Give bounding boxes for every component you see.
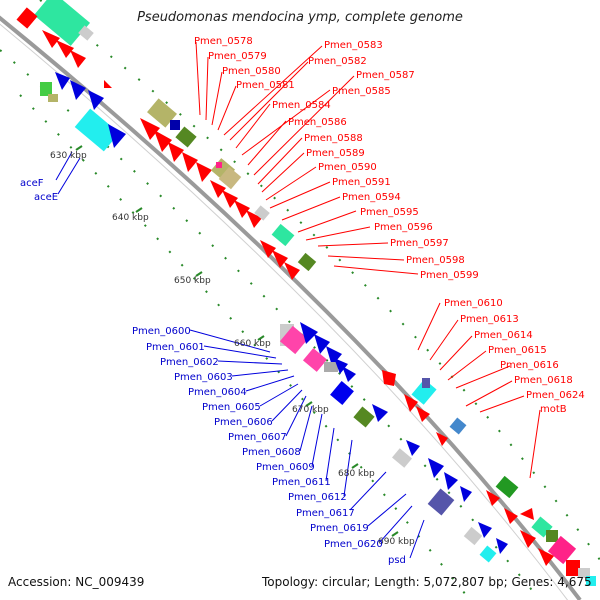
gene-label[interactable]: Pmen_0596 bbox=[374, 222, 433, 233]
gene-label[interactable]: Pmen_0581 bbox=[236, 80, 295, 91]
gene-label[interactable]: Pmen_0595 bbox=[360, 207, 419, 218]
gene-label[interactable]: Pmen_0599 bbox=[420, 270, 479, 281]
kbp-label: 670 kbp bbox=[292, 405, 329, 415]
gene-label[interactable]: Pmen_0598 bbox=[406, 255, 465, 266]
gene-label[interactable]: Pmen_0591 bbox=[332, 177, 391, 188]
gene-label[interactable]: Pmen_0579 bbox=[208, 51, 267, 62]
gene-label[interactable]: Pmen_0578 bbox=[194, 36, 253, 47]
gene-label[interactable]: aceF bbox=[20, 178, 44, 189]
gene-label[interactable]: Pmen_0618 bbox=[514, 375, 573, 386]
gene-label[interactable]: Pmen_0588 bbox=[304, 133, 363, 144]
red-callout-lines bbox=[195, 41, 541, 479]
kbp-label: 660 kbp bbox=[234, 339, 271, 349]
gene-label[interactable]: Pmen_0585 bbox=[332, 86, 391, 97]
gene-label[interactable]: Pmen_0603 bbox=[174, 372, 233, 383]
gene-label[interactable]: Pmen_0584 bbox=[272, 100, 331, 111]
gene-features bbox=[16, 0, 596, 586]
gene-label[interactable]: Pmen_0616 bbox=[500, 360, 559, 371]
gene-label[interactable]: Pmen_0582 bbox=[308, 56, 367, 67]
gene-label[interactable]: Pmen_0604 bbox=[188, 387, 247, 398]
gene-label[interactable]: motB bbox=[540, 404, 567, 415]
blue-callout-lines bbox=[55, 151, 425, 559]
kbp-labels: 630 kbp 640 kbp 650 kbp 660 kbp 670 kbp … bbox=[50, 151, 415, 547]
gene-label[interactable]: Pmen_0609 bbox=[256, 462, 315, 473]
gene-label[interactable]: Pmen_0620 bbox=[324, 539, 383, 550]
gene-label[interactable]: Pmen_0600 bbox=[132, 326, 191, 337]
kbp-label: 650 kbp bbox=[174, 276, 211, 286]
gene-label[interactable]: Pmen_0580 bbox=[222, 66, 281, 77]
blue-gene-labels: aceF aceE Pmen_0600 Pmen_0601 Pmen_0602 … bbox=[20, 178, 406, 566]
gene-label[interactable]: Pmen_0597 bbox=[390, 238, 449, 249]
gene-label[interactable]: Pmen_0614 bbox=[474, 330, 533, 341]
gene-label[interactable]: Pmen_0605 bbox=[202, 402, 261, 413]
gene-label[interactable]: aceE bbox=[34, 192, 58, 203]
gene-label[interactable]: Pmen_0583 bbox=[324, 40, 383, 51]
gene-label[interactable]: Pmen_0602 bbox=[160, 357, 219, 368]
gene-label[interactable]: Pmen_0601 bbox=[146, 342, 205, 353]
gene-label[interactable]: Pmen_0615 bbox=[488, 345, 547, 356]
gene-label[interactable]: Pmen_0594 bbox=[342, 192, 401, 203]
gene-label[interactable]: Pmen_0612 bbox=[288, 492, 347, 503]
gene-label[interactable]: Pmen_0613 bbox=[460, 314, 519, 325]
gene-label[interactable]: Pmen_0617 bbox=[296, 508, 355, 519]
gene-label[interactable]: Pmen_0619 bbox=[310, 523, 369, 534]
genome-title: Pseudomonas mendocina ymp, complete geno… bbox=[137, 10, 463, 25]
kbp-label: 680 kbp bbox=[338, 469, 375, 479]
gene-label[interactable]: psd bbox=[388, 555, 406, 566]
gene-label[interactable]: Pmen_0624 bbox=[526, 390, 585, 401]
kbp-label: 640 kbp bbox=[112, 213, 149, 223]
gene-label[interactable]: Pmen_0611 bbox=[272, 477, 331, 488]
topology-text: Topology: circular; Length: 5,072,807 bp… bbox=[262, 575, 592, 589]
gene-label[interactable]: Pmen_0610 bbox=[444, 298, 503, 309]
kbp-label: 690 kbp bbox=[378, 537, 415, 547]
gene-label[interactable]: Pmen_0590 bbox=[318, 162, 377, 173]
kbp-label: 630 kbp bbox=[50, 151, 87, 161]
gene-label[interactable]: Pmen_0587 bbox=[356, 70, 415, 81]
gene-label[interactable]: Pmen_0607 bbox=[228, 432, 287, 443]
gene-label[interactable]: Pmen_0606 bbox=[214, 417, 273, 428]
kbp-ticks bbox=[75, 145, 399, 537]
gene-label[interactable]: Pmen_0586 bbox=[288, 117, 347, 128]
gene-label[interactable]: Pmen_0608 bbox=[242, 447, 301, 458]
gene-label[interactable]: Pmen_0589 bbox=[306, 148, 365, 159]
red-gene-labels: Pmen_0578 Pmen_0579 Pmen_0580 Pmen_0581 … bbox=[194, 36, 585, 415]
accession-text: Accession: NC_009439 bbox=[8, 575, 145, 589]
